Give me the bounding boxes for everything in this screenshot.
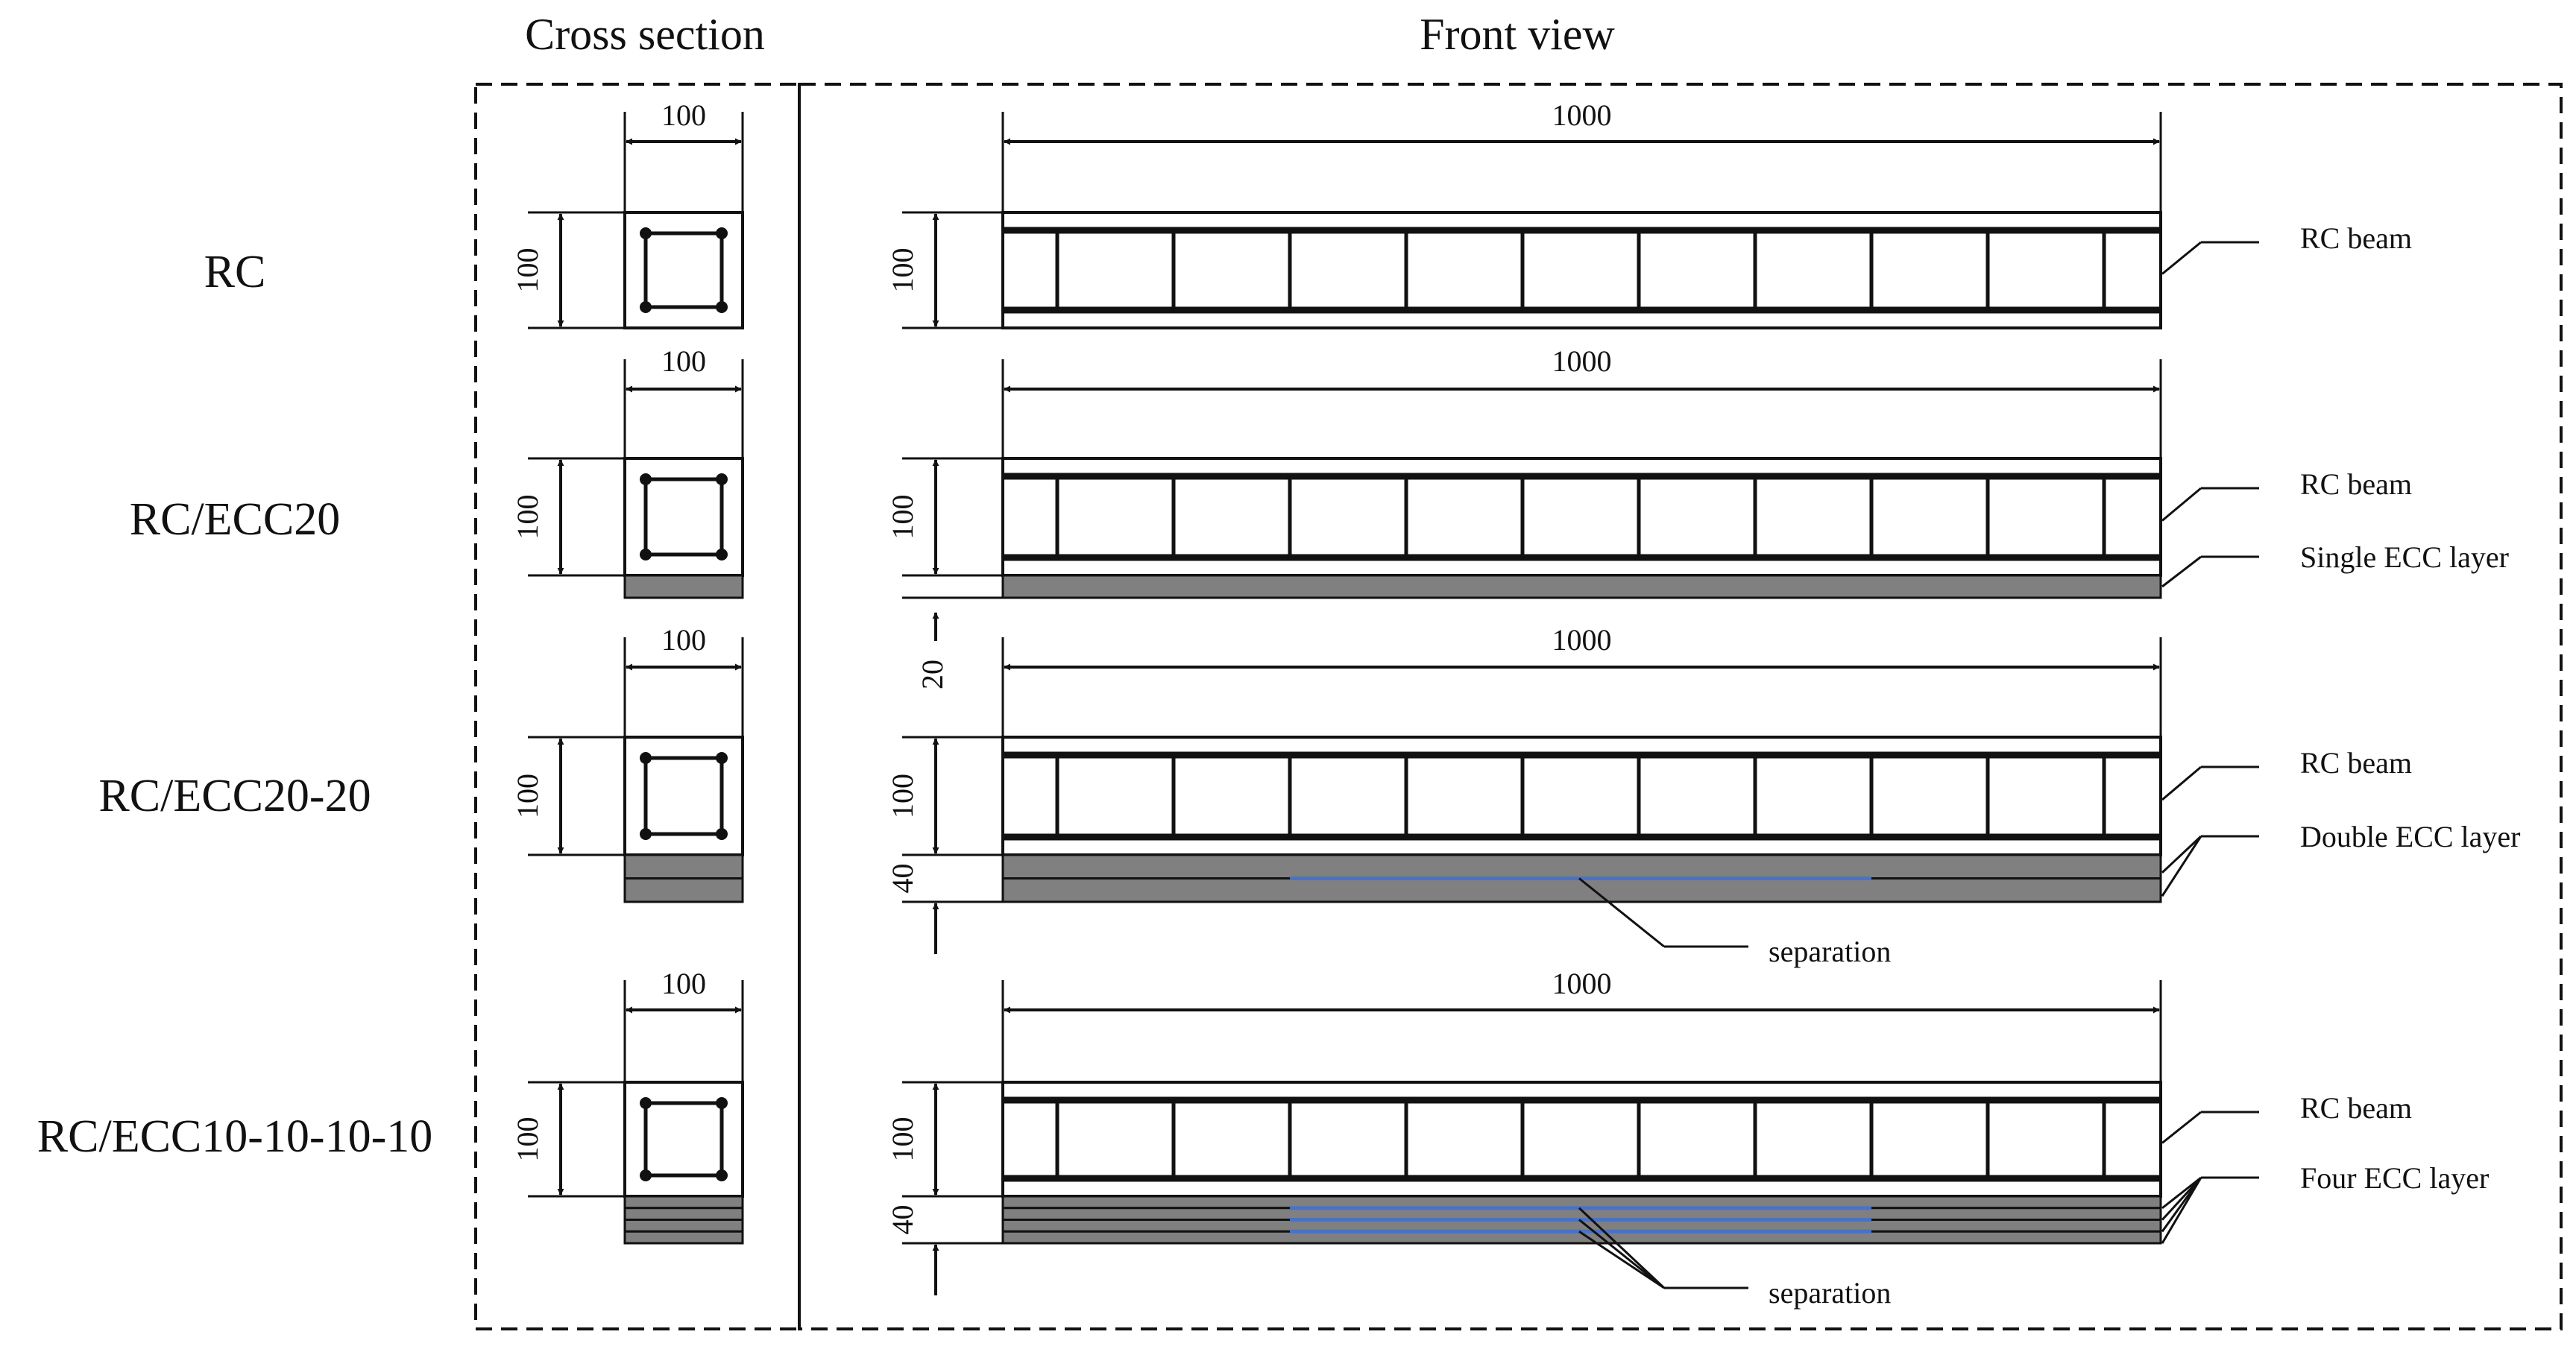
rebar-dot [640, 301, 652, 313]
stirrup-outline [643, 1101, 724, 1178]
ecc-layer-cross [623, 1195, 744, 1210]
leader-line [2161, 1111, 2202, 1144]
ecc-thickness-label: 40 [886, 864, 919, 894]
rc-beam-label: RC beam [2300, 1091, 2412, 1125]
ecc-layer-cross [623, 1219, 744, 1233]
separation-label: separation [1769, 1276, 1891, 1310]
ecc-layer-label: Single ECC layer [2300, 540, 2509, 574]
specimen-name: RC/ECC10-10-10-10 [37, 1111, 432, 1162]
leader-line [2161, 1177, 2202, 1244]
cross-section-frame [474, 83, 801, 1330]
rebar-dot [640, 549, 652, 560]
cross-section-outline [623, 211, 744, 329]
rebar-dot [716, 752, 728, 764]
leader-line [2161, 835, 2202, 874]
leader-line [2161, 836, 2202, 897]
rebar-dot [640, 752, 652, 764]
leader-line [2161, 487, 2202, 522]
rebar-dot [716, 1097, 728, 1109]
rebar-dot [640, 1169, 652, 1181]
front-view-frame [798, 83, 2563, 1330]
ecc-layer-cross [623, 574, 744, 599]
ecc-layer-label: Four ECC layer [2300, 1161, 2489, 1195]
width-dimension-label: 100 [661, 967, 706, 1000]
specimen-name: RC [204, 247, 266, 297]
separation-label: separation [1769, 935, 1891, 968]
specimen-name: RC/ECC20-20 [98, 771, 371, 821]
height-dimension-label: 100 [511, 495, 544, 540]
rebar-dot [640, 1097, 652, 1109]
beam-outline [1001, 211, 2162, 329]
stirrup-outline [643, 756, 724, 836]
ecc-thickness-label: 40 [886, 1205, 919, 1235]
separation-leader [1578, 877, 1665, 948]
leader-line [2161, 1176, 2202, 1221]
separation-leader [1578, 1207, 1666, 1289]
ecc-layer-label: Double ECC layer [2300, 820, 2521, 853]
length-dimension-label: 1000 [1552, 98, 1612, 132]
ecc-thickness-label: 20 [916, 660, 949, 689]
rebar-dot [716, 828, 728, 840]
separation-leader [1578, 1219, 1665, 1289]
rebar-dot [716, 301, 728, 313]
leader-line [2161, 555, 2202, 588]
width-dimension-label: 100 [661, 623, 706, 657]
height-dimension-label: 100 [511, 1117, 544, 1162]
rebar-dot [640, 227, 652, 239]
leader-line [2161, 1176, 2202, 1210]
width-dimension-label: 100 [661, 98, 706, 132]
length-dimension-label: 1000 [1552, 344, 1612, 378]
rc-beam-label: RC beam [2300, 467, 2412, 501]
stirrup-outline [643, 477, 724, 557]
ecc-layer-cross [623, 1230, 744, 1245]
ecc-layer-cross [623, 853, 744, 879]
ecc-layer-cross [623, 1207, 744, 1221]
front-height-label: 100 [886, 1117, 919, 1162]
rebar-dot [640, 828, 652, 840]
rc-beam-label: RC beam [2300, 746, 2412, 780]
ecc-layer-front [1001, 574, 2162, 599]
separation-leader [1578, 1231, 1665, 1289]
ecc-layer-cross [623, 877, 744, 903]
front-height-label: 100 [886, 774, 919, 818]
rebar-dot [716, 227, 728, 239]
front-view-header: Front view [1420, 10, 1615, 59]
height-dimension-label: 100 [511, 774, 544, 818]
height-dimension-label: 100 [511, 248, 544, 293]
rebar-dot [640, 473, 652, 485]
leader-line [2161, 765, 2202, 801]
leader-line [2161, 241, 2202, 275]
length-dimension-label: 1000 [1552, 967, 1612, 1000]
cross-section-header: Cross section [525, 10, 765, 59]
rebar-dot [716, 549, 728, 560]
specimen-name: RC/ECC20 [130, 494, 341, 545]
rc-beam-label: RC beam [2300, 221, 2412, 255]
front-height-label: 100 [886, 248, 919, 293]
ecc-layer-front [1001, 853, 2162, 879]
length-dimension-label: 1000 [1552, 623, 1612, 657]
rebar-dot [716, 1169, 728, 1181]
width-dimension-label: 100 [661, 344, 706, 378]
rebar-dot [716, 473, 728, 485]
stirrup-outline [643, 231, 724, 309]
front-height-label: 100 [886, 495, 919, 540]
